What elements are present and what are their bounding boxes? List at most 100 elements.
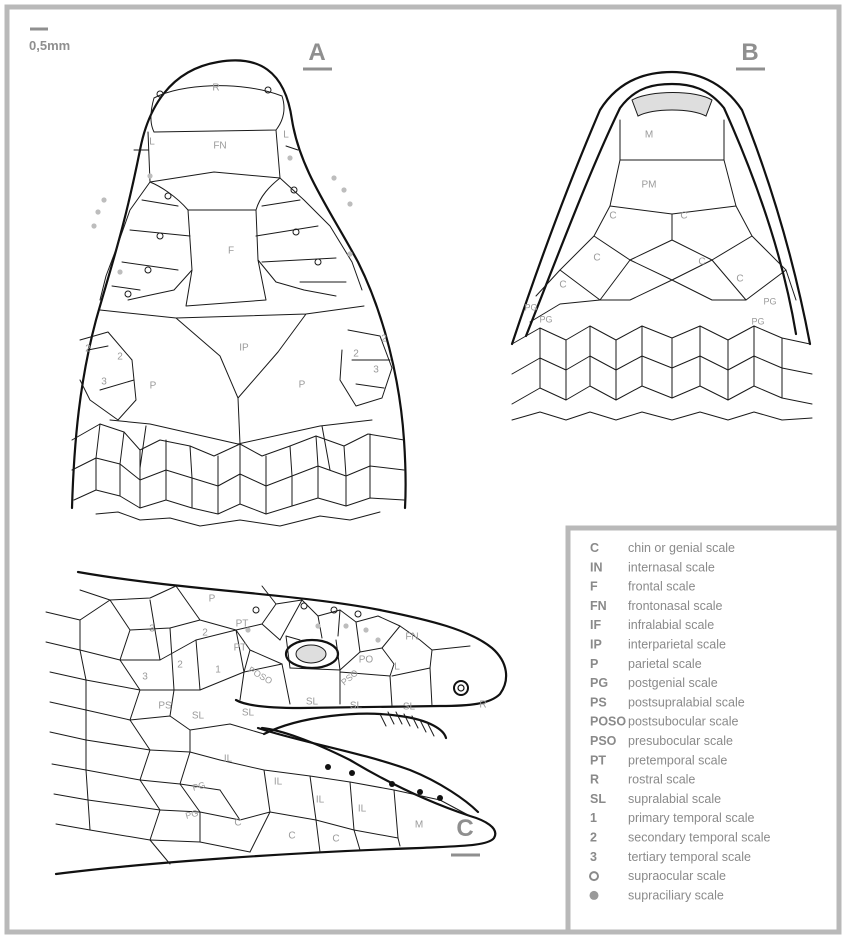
label-c-r: R (479, 700, 486, 711)
legend-key: IF (590, 618, 601, 632)
legend-row: PS postsupralabial scale (590, 695, 745, 709)
label-c-sl-5: SL (403, 702, 416, 713)
label-a-3-right: 3 (373, 365, 379, 376)
label-c-1: 1 (215, 665, 221, 676)
legend-key: C (590, 541, 599, 555)
label-a-r: R (212, 83, 219, 94)
legend-description: secondary temporal scale (628, 831, 770, 845)
supraciliary-symbol-icon (590, 891, 599, 900)
panel-a: A (72, 39, 406, 526)
legend-description: postsubocular scale (628, 715, 739, 729)
label-c-3-upper: 3 (149, 624, 155, 635)
label-c-l: L (394, 662, 400, 673)
legend-description: internasal scale (628, 560, 715, 574)
legend-row: SL supralabial scale (590, 792, 721, 806)
legend-row: 2 secondary temporal scale (590, 831, 770, 845)
label-a-l-left: L (149, 137, 155, 148)
legend-key: PSO (590, 734, 617, 748)
label-c-fn: FN (405, 632, 418, 643)
label-a-2-left-inner: 2 (117, 352, 123, 363)
legend-description: interparietal scale (628, 638, 726, 652)
label-b-pg2: PG (539, 314, 552, 324)
scale-bar: 0,5mm (29, 29, 70, 53)
scale-bar-label: 0,5mm (29, 38, 70, 53)
legend-description: primary temporal scale (628, 811, 754, 825)
label-c-il-3: IL (316, 795, 325, 806)
label-a-fn: FN (213, 141, 226, 152)
legend-row: supraocular scale (590, 869, 726, 883)
legend-row: 1 primary temporal scale (590, 811, 754, 825)
legend-row: supraciliary scale (590, 888, 724, 902)
label-c-c-1: C (234, 818, 241, 829)
panel-a-labels: R FN L L F IP P P 2 2 3 2 2 3 (85, 83, 387, 392)
label-b-pg3: PG (763, 296, 776, 306)
label-c-2-upper: 2 (202, 628, 208, 639)
legend-key: 2 (590, 831, 597, 845)
legend-row: FN frontonasal scale (590, 599, 723, 613)
panel-b-letter: B (741, 39, 758, 66)
legend-key: PG (590, 676, 608, 690)
label-c-p: P (209, 594, 216, 605)
legend-description: pretemporal scale (628, 753, 727, 767)
label-a-f: F (228, 246, 234, 257)
legend-description: frontal scale (628, 580, 695, 594)
label-a-l-right: L (283, 130, 289, 141)
label-a-3-left: 3 (101, 377, 107, 388)
panel-c-letter: C (456, 815, 473, 842)
panel-b-labels: M PM C C C C C C PG PG PG PG (524, 130, 776, 327)
legend-description: supralabial scale (628, 792, 721, 806)
panel-c-drawing (46, 572, 506, 874)
legend-description: supraciliary scale (628, 888, 724, 902)
legend-description: supraocular scale (628, 869, 726, 883)
legend-key: IP (590, 638, 602, 652)
legend-description: infralabial scale (628, 618, 714, 632)
legend-key: R (590, 773, 599, 787)
label-c-ps: PS (158, 701, 172, 712)
legend-row: IF infralabial scale (590, 618, 714, 632)
label-a-2-right-outer: 2 (381, 334, 387, 345)
label-b-pg4: PG (751, 316, 764, 326)
legend-description: postsupralabial scale (628, 695, 745, 709)
label-c-il-2: IL (274, 777, 283, 788)
label-c-m: M (415, 820, 423, 831)
legend-key: 1 (590, 811, 597, 825)
legend-description: presubocular scale (628, 734, 733, 748)
legend-key: P (590, 657, 598, 671)
legend-key: SL (590, 792, 606, 806)
legend-row: IP interparietal scale (590, 638, 726, 652)
label-c-sl-2: SL (242, 708, 255, 719)
label-b-pm: PM (642, 180, 657, 191)
legend-description: parietal scale (628, 657, 702, 671)
legend-description: frontonasal scale (628, 599, 723, 613)
legend-row: PSO presubocular scale (590, 734, 733, 748)
legend-row: POSOpostsubocular scale (590, 715, 739, 729)
legend-key: FN (590, 599, 607, 613)
label-c-il-4: IL (358, 804, 367, 815)
legend-key: PT (590, 753, 606, 767)
label-b-m: M (645, 130, 653, 141)
legend-row: Cchin or genial scale (590, 541, 735, 555)
legend-key: PS (590, 695, 607, 709)
label-b-c3: C (593, 253, 600, 264)
label-c-il-1: IL (224, 754, 233, 765)
legend-description: tertiary temporal scale (628, 850, 751, 864)
label-c-sl-3: SL (306, 697, 319, 708)
legend-row: PGpostgenial scale (590, 676, 718, 690)
label-b-pg1: PG (524, 302, 537, 312)
label-c-pg-2: PG (184, 808, 199, 821)
panel-c: C (46, 572, 506, 874)
label-c-pt-upper: PT (236, 619, 249, 630)
label-c-pg-1: PG (191, 780, 206, 793)
panel-a-drawing (72, 60, 406, 526)
legend-key: F (590, 580, 598, 594)
label-c-poso: POSO (247, 665, 275, 687)
label-c-sl-1: SL (192, 711, 205, 722)
label-c-sl-4: SL (350, 701, 363, 712)
